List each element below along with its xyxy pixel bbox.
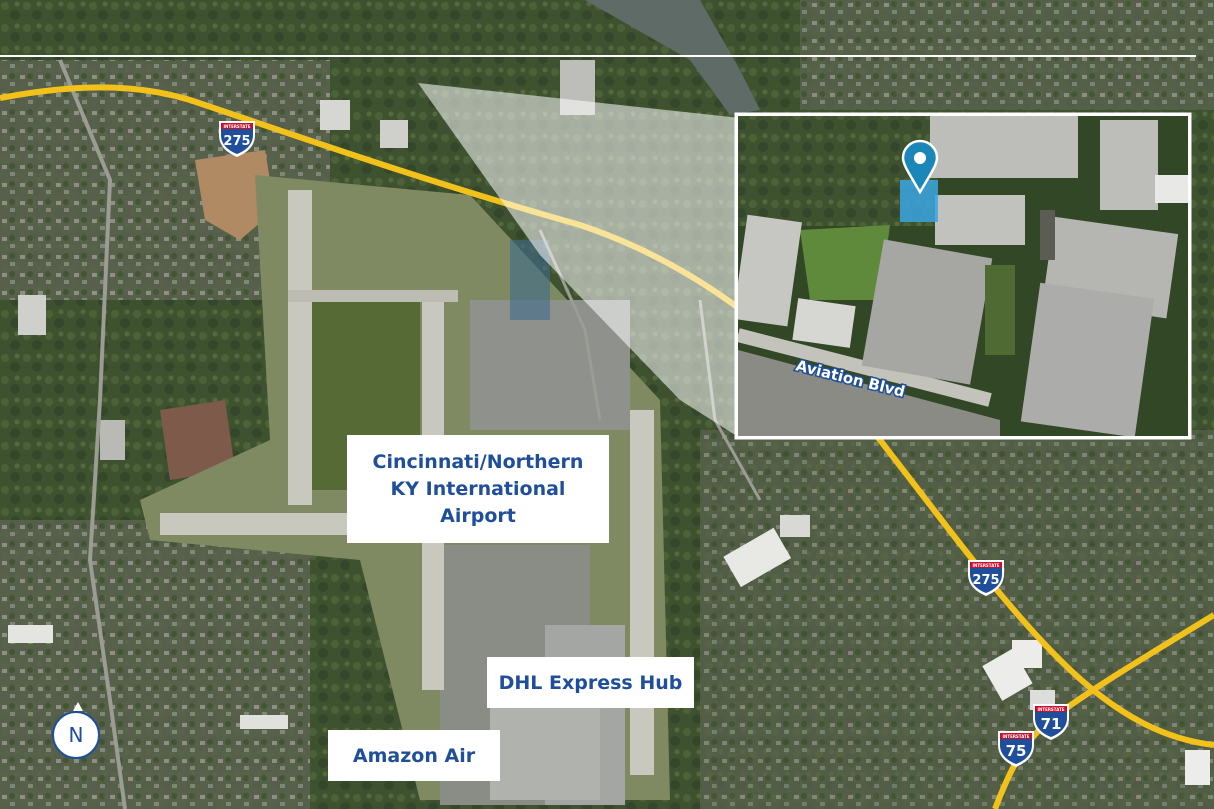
dhl-hub-label: DHL Express Hub <box>487 657 694 708</box>
interstate-75-shield: INTERSTATE 75 <box>998 731 1034 767</box>
shield-word: INTERSTATE <box>973 563 1000 568</box>
interstate-275-shield: INTERSTATE 275 <box>219 121 255 157</box>
shield-word: INTERSTATE <box>224 124 251 129</box>
airport-label: Cincinnati/Northern KY International Air… <box>347 435 609 543</box>
amazon-air-label: Amazon Air <box>328 730 500 781</box>
map-pin-icon[interactable] <box>901 139 939 195</box>
shield-number: 275 <box>223 134 250 149</box>
shield-word: INTERSTATE <box>1003 734 1030 739</box>
shield-number: 71 <box>1041 715 1062 733</box>
inset-map[interactable]: Aviation Blvd <box>733 112 1192 440</box>
interstate-275-shield: INTERSTATE 275 <box>968 560 1004 596</box>
interstate-71-shield: INTERSTATE 71 <box>1033 704 1069 740</box>
shield-word: INTERSTATE <box>1038 707 1065 712</box>
shield-number: 75 <box>1006 742 1027 760</box>
north-arrow-icon: N <box>52 711 100 759</box>
callout-wedge <box>418 83 740 438</box>
shield-number: 275 <box>972 573 999 588</box>
north-letter: N <box>68 723 84 747</box>
north-arrow-tick <box>73 702 83 711</box>
